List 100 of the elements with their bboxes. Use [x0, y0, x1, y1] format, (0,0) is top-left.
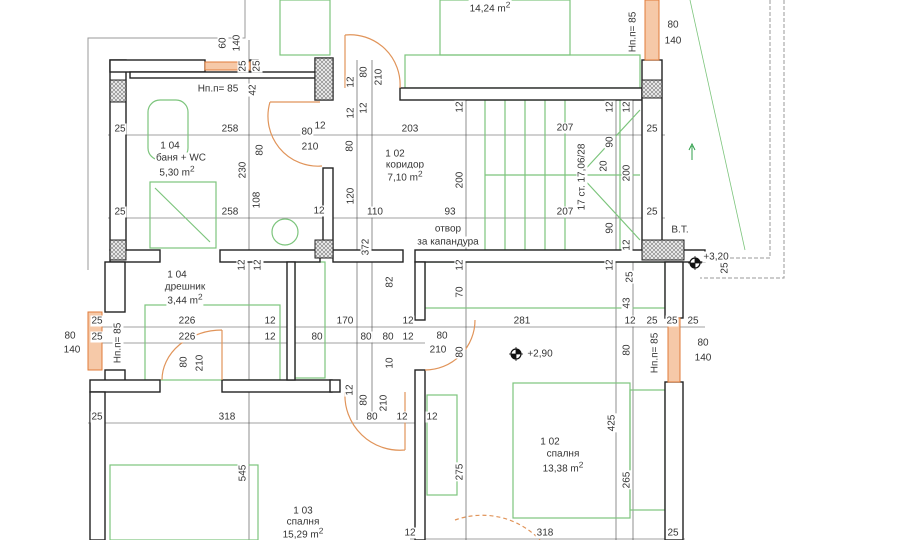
plan-label: 1 04	[159, 140, 181, 152]
plan-label: дрешник	[164, 282, 206, 292]
plan-label: за капандура	[416, 236, 480, 248]
dimension-text: 80	[178, 355, 190, 369]
plan-label: 12	[425, 412, 439, 422]
dimension-text: 12	[346, 106, 356, 120]
plan-label: 3,44 m$^{2}$	[166, 291, 204, 307]
plan-label: 80	[381, 332, 395, 342]
dimension-text: 12	[622, 238, 632, 252]
plan-label: 93	[443, 206, 457, 218]
plan-label: 226	[178, 332, 196, 342]
plan-label: 1 02	[384, 148, 406, 160]
dimension-text: 90	[604, 135, 616, 149]
plan-label: 80	[310, 332, 324, 342]
dimension-text: 210	[374, 68, 384, 86]
dimension-text: 80	[358, 393, 370, 407]
dimension-text: 12	[454, 258, 466, 272]
dimension-text: 425	[606, 414, 618, 432]
plan-label: 12	[312, 206, 326, 216]
plan-label: 25	[645, 124, 659, 134]
dimension-text: 25	[238, 59, 248, 73]
plan-label: 207	[556, 206, 574, 218]
plan-label: 203	[400, 124, 420, 134]
dimension-text: 12	[604, 100, 616, 114]
dimension-text: 17 ст. 17,06/28	[576, 142, 588, 212]
dimension-text: 80	[254, 143, 266, 157]
dimension-text: 372	[360, 238, 372, 256]
plan-label: 13,38 m$^{2}$	[542, 459, 584, 475]
plan-label: 207	[556, 122, 574, 134]
dimension-text: 12	[236, 258, 248, 272]
plan-label: 318	[536, 528, 554, 538]
dimension-text: 120	[346, 186, 356, 206]
plan-label: 318	[218, 412, 236, 422]
dimension-text: 12	[454, 100, 466, 114]
dimension-text: 42	[248, 83, 258, 97]
plan-label: спалня	[546, 448, 580, 460]
dimension-text: 265	[622, 470, 632, 490]
plan-label: 80	[435, 330, 449, 342]
plan-label: 5,30 m$^{2}$	[158, 163, 196, 179]
plan-label: 210	[300, 142, 320, 152]
dimension-text: 12	[358, 101, 370, 115]
dimension-text: 90	[604, 221, 616, 235]
dimension-text: 200	[454, 170, 466, 190]
dimension-text: 43	[622, 296, 632, 310]
dimension-text: Нп.п= 85	[628, 10, 638, 54]
plan-label: 12	[263, 316, 277, 326]
plan-label: 25	[666, 528, 680, 538]
plan-label: 80	[63, 330, 77, 342]
plan-label: 281	[512, 316, 532, 326]
plan-label: 12	[403, 528, 417, 538]
plan-label: 258	[220, 206, 240, 218]
plan-label: 25	[665, 316, 679, 326]
dimension-text: 82	[384, 275, 396, 289]
dimension-text: Нп.п= 85	[650, 332, 660, 374]
dimension-text: 140	[232, 34, 242, 52]
plan-label: 25	[645, 316, 659, 326]
plan-label: 15,29 m$^{2}$	[282, 525, 324, 540]
plan-label: 25	[90, 316, 104, 326]
plan-label: 80	[696, 338, 710, 348]
dimension-text: 70	[454, 285, 466, 299]
dimension-text: 275	[454, 462, 466, 482]
dimension-text: 25	[252, 59, 262, 73]
plan-label: 226	[178, 316, 196, 326]
dimension-text: 12	[252, 258, 264, 272]
dimension-text: Нп.п= 85	[112, 322, 124, 364]
plan-label: 7,10 m$^{2}$	[386, 168, 424, 184]
plan-label: 25	[90, 412, 104, 422]
dimension-text: 60	[218, 36, 228, 50]
dimension-text: 200	[622, 164, 632, 182]
dimension-text: 80	[358, 65, 370, 79]
plan-label: 12	[623, 316, 637, 326]
dimension-text: 210	[378, 394, 390, 412]
plan-label: 140	[694, 352, 712, 364]
plan-label: 14,24 m$^{2}$	[468, 0, 512, 15]
plan-label: 140	[62, 344, 82, 356]
plan-label: 80	[359, 332, 373, 342]
dimension-text: 12	[622, 100, 632, 114]
dimension-text: 80	[622, 343, 632, 357]
plan-label: 110	[366, 206, 384, 218]
dimension-text: 25	[720, 261, 730, 275]
plan-label: 12	[401, 316, 415, 326]
dimension-text: 12	[346, 75, 356, 89]
plan-label: 80	[300, 126, 314, 138]
plan-label: 12	[263, 332, 277, 342]
plan-label: 170	[336, 316, 354, 326]
dimension-text: 10	[384, 356, 396, 370]
plan-label: 140	[664, 36, 682, 46]
plan-label: В.Т.	[670, 224, 690, 236]
plan-label: 80	[365, 412, 379, 422]
plan-label: 12	[395, 412, 409, 422]
dimension-text: 210	[194, 354, 206, 372]
plan-label: 25	[90, 332, 104, 342]
plan-label: 25	[645, 206, 659, 218]
plan-label: +3,20	[702, 252, 730, 262]
dimension-text: 25	[624, 270, 636, 284]
plan-label: 210	[428, 344, 448, 356]
plan-label: отвор	[434, 224, 462, 234]
plan-label: 258	[220, 124, 240, 134]
dimension-text: 12	[604, 258, 616, 272]
plan-label: Нп.п= 85	[196, 84, 240, 94]
